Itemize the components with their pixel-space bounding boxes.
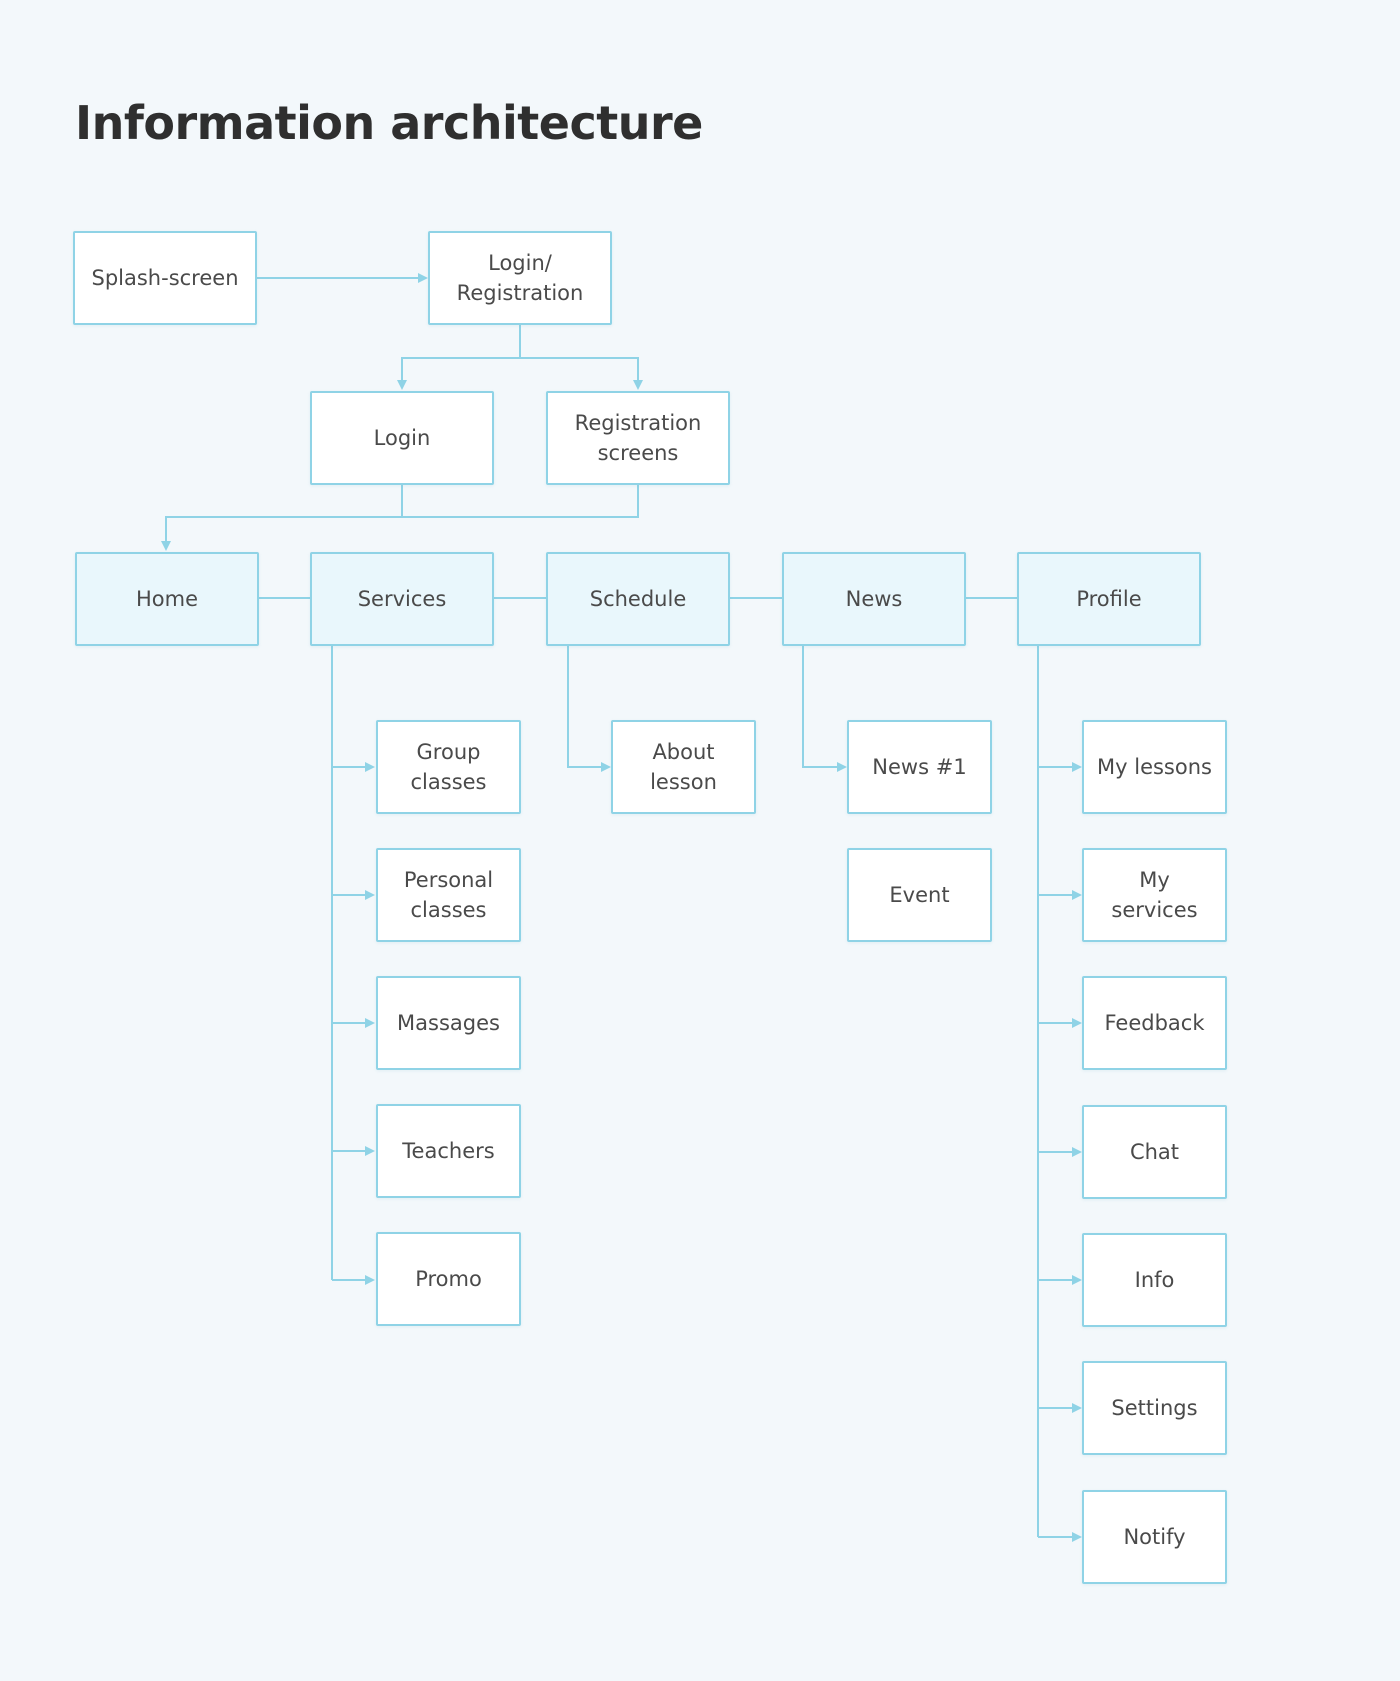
node-chat: Chat: [1082, 1105, 1227, 1199]
page-title: Information architecture: [75, 96, 703, 150]
node-news-1: News #1: [847, 720, 992, 814]
node-info: Info: [1082, 1233, 1227, 1327]
node-splash-screen: Splash-screen: [73, 231, 257, 325]
node-feedback: Feedback: [1082, 976, 1227, 1070]
node-registration-screens: Registration screens: [546, 391, 730, 485]
node-group-classes: Group classes: [376, 720, 521, 814]
node-home: Home: [75, 552, 259, 646]
node-services: Services: [310, 552, 494, 646]
node-notify: Notify: [1082, 1490, 1227, 1584]
edge-schedule-about-lesson: [567, 645, 611, 772]
edge-login-registration-to-login: [397, 325, 521, 390]
node-massages: Massages: [376, 976, 521, 1070]
node-schedule: Schedule: [546, 552, 730, 646]
node-promo: Promo: [376, 1232, 521, 1326]
node-personal-classes: Personal classes: [376, 848, 521, 942]
node-news: News: [782, 552, 966, 646]
node-teachers: Teachers: [376, 1104, 521, 1198]
edge-registration-to-home: [402, 485, 639, 518]
node-my-lessons: My lessons: [1082, 720, 1227, 814]
node-my-services: My services: [1082, 848, 1227, 942]
edge-login-to-home: [161, 485, 403, 551]
edge-news-news-1: [802, 645, 847, 772]
node-event: Event: [847, 848, 992, 942]
edge-login-registration-to-registration-screens: [520, 357, 643, 390]
node-profile: Profile: [1017, 552, 1201, 646]
node-about-lesson: About lesson: [611, 720, 756, 814]
node-login-registration: Login/ Registration: [428, 231, 612, 325]
node-settings: Settings: [1082, 1361, 1227, 1455]
node-login: Login: [310, 391, 494, 485]
